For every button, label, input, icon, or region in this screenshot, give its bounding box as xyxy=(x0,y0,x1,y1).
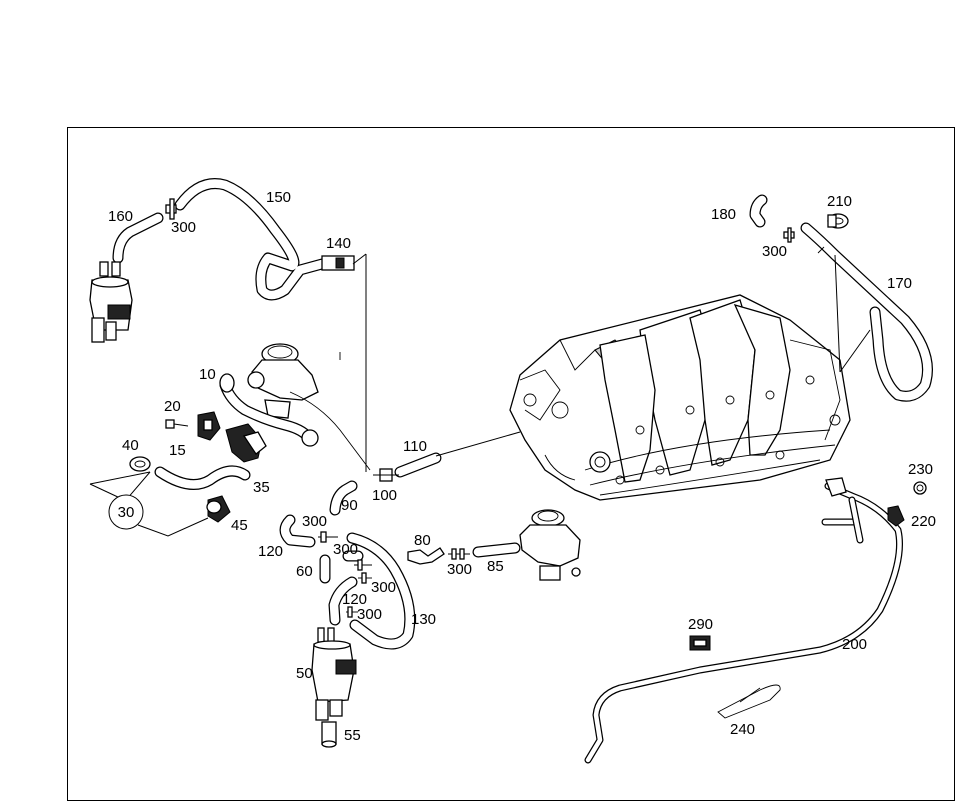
hose-110 xyxy=(394,452,442,478)
pipe-200 xyxy=(584,482,904,764)
screw-20 xyxy=(165,419,189,429)
leader-lines xyxy=(89,253,871,537)
label-90: 90 xyxy=(341,497,358,514)
label-210: 210 xyxy=(827,193,852,210)
connector-300-right-top xyxy=(783,227,795,243)
connector-220 xyxy=(887,505,905,527)
intake-manifold xyxy=(509,294,851,501)
connector-300-top xyxy=(165,198,177,220)
hose-120-left xyxy=(279,514,316,548)
label-60: 60 xyxy=(296,563,313,580)
label-55: 55 xyxy=(344,727,361,744)
vacuum-valve-85 xyxy=(519,509,581,581)
clamp-40 xyxy=(129,456,151,472)
label-300-top: 300 xyxy=(171,219,196,236)
label-300-mid: 300 xyxy=(447,561,472,578)
label-120-left: 120 xyxy=(258,543,283,560)
clamp-45 xyxy=(206,495,231,523)
hose-130 xyxy=(346,532,416,650)
hose-35 xyxy=(154,465,251,490)
label-300-mid-left: 300 xyxy=(333,541,358,558)
label-160: 160 xyxy=(108,208,133,225)
hose-90 xyxy=(329,480,358,516)
valve-component-50 xyxy=(311,627,357,721)
label-220: 220 xyxy=(911,513,936,530)
label-300-bottom: 300 xyxy=(357,606,382,623)
label-35: 35 xyxy=(253,479,270,496)
label-50: 50 xyxy=(296,665,313,682)
cable-tie-240 xyxy=(717,684,781,719)
label-300-left: 300 xyxy=(302,513,327,530)
connector-sensor-right xyxy=(825,477,847,497)
label-230: 230 xyxy=(908,461,933,478)
label-40: 40 xyxy=(122,437,139,454)
hose-60 xyxy=(319,550,364,584)
label-200: 200 xyxy=(842,636,867,653)
grommet-290 xyxy=(689,635,711,651)
hose-85 xyxy=(472,542,521,558)
hose-10 xyxy=(219,373,319,447)
sensor-15 xyxy=(197,411,221,441)
hose-170 xyxy=(800,222,933,402)
connector-300-lower xyxy=(318,531,372,618)
label-150: 150 xyxy=(266,189,291,206)
label-120-lower: 120 xyxy=(342,591,367,608)
connector-80 xyxy=(407,547,445,565)
label-110: 110 xyxy=(403,438,427,455)
hose-120-lower xyxy=(328,576,358,626)
hose-180 xyxy=(749,194,768,228)
hose-150 xyxy=(174,178,328,301)
label-170: 170 xyxy=(887,275,912,292)
connector-300-mid xyxy=(448,548,470,560)
connector-100 xyxy=(373,468,399,482)
hose-160 xyxy=(112,212,164,264)
nut-230 xyxy=(913,481,927,495)
diagram-frame xyxy=(67,127,955,801)
valve-component-left xyxy=(89,261,133,343)
label-85: 85 xyxy=(487,558,504,575)
connector-140 xyxy=(321,255,355,271)
part-labels: 30 10 15 20 35 40 45 50 55 60 80 85 90 1… xyxy=(108,189,936,744)
label-290: 290 xyxy=(688,616,713,633)
label-15: 15 xyxy=(169,442,186,459)
label-140: 140 xyxy=(326,235,351,252)
clamp-210 xyxy=(827,213,849,229)
vacuum-valve-10 xyxy=(247,343,371,471)
label-80: 80 xyxy=(414,532,431,549)
label-180: 180 xyxy=(711,206,736,223)
elbow-35 xyxy=(225,423,267,463)
label-100: 100 xyxy=(372,487,397,504)
label-45: 45 xyxy=(231,517,248,534)
label-30: 30 xyxy=(118,504,135,521)
label-300-lower: 300 xyxy=(371,579,396,596)
callout-circle-30 xyxy=(108,494,144,530)
label-300-right-top: 300 xyxy=(762,243,787,260)
connector-55 xyxy=(321,721,337,748)
label-240: 240 xyxy=(730,721,755,738)
label-20: 20 xyxy=(164,398,181,415)
label-10: 10 xyxy=(199,366,216,383)
label-130: 130 xyxy=(411,611,436,628)
